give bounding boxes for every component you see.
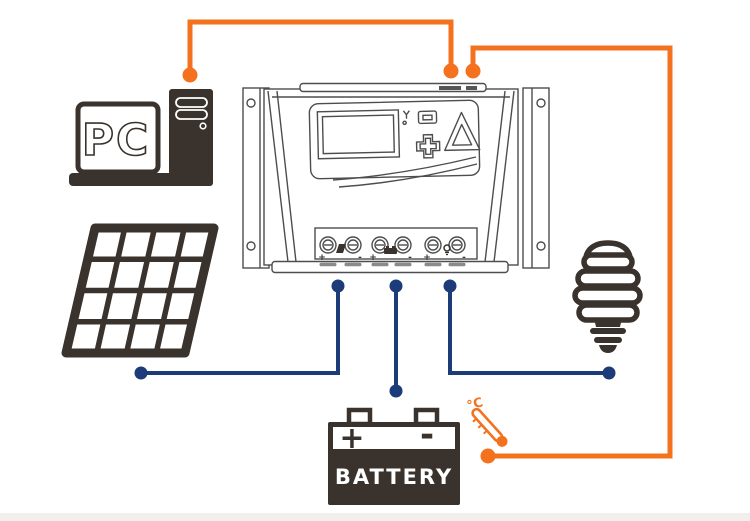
arrow-button (444, 111, 481, 152)
screw-hole (536, 98, 546, 108)
terminal-screw (319, 236, 337, 254)
wire-node-load-terminal (443, 279, 457, 293)
mini-bulb-icon (443, 244, 451, 256)
wire-node-pv-terminal (331, 279, 345, 293)
controller-right-flange (522, 87, 550, 269)
controller-lcd-inner (321, 114, 395, 155)
usb-port-icon (417, 110, 438, 125)
battery-minus-sign: - (420, 415, 434, 455)
terminal-screw (394, 236, 412, 254)
tower-power-button-icon (199, 122, 207, 130)
pc-tower (169, 89, 213, 186)
wire-node-battery (389, 384, 403, 398)
menu-button (415, 133, 441, 159)
mini-solar-panel-icon (336, 244, 346, 253)
navy-wire-load-to-controller (443, 279, 616, 380)
thermometer-icon (471, 407, 508, 447)
battery-top-band (333, 427, 455, 449)
tower-vent-slot (175, 109, 208, 120)
mini-battery-icon (384, 246, 397, 254)
pc-icon: PC (69, 89, 213, 186)
face-swoosh-line (332, 156, 478, 188)
battery-icon: + - BATTERY (328, 407, 460, 505)
wire-node-controller-temp (465, 63, 481, 79)
pc-keyboard-bar (69, 173, 177, 186)
terminal-sign: - (462, 253, 466, 263)
footer-strip (0, 513, 750, 521)
bulb-base (590, 318, 626, 353)
terminal-sign: + (369, 253, 377, 263)
terminal-screws (319, 236, 466, 254)
orange-wire-controller-to-temp-sensor (465, 45, 673, 464)
terminal-sign: + (318, 253, 326, 263)
controller-face-panel (308, 99, 481, 180)
solar-panel-icon (61, 223, 219, 358)
screw-hole (536, 241, 546, 251)
battery-plus-sign: + (339, 421, 364, 456)
tower-vent-slot (175, 97, 208, 108)
orange-wire-pc-to-controller (182, 19, 459, 83)
controller-lcd (316, 109, 401, 160)
wire-node-batt-terminal (389, 279, 403, 293)
charge-controller: + - + - + - (242, 82, 550, 274)
terminal-screw (448, 236, 466, 254)
pc-label: PC (82, 115, 151, 166)
load-bulb-icon (572, 240, 643, 353)
wire-node-controller-com (443, 63, 459, 79)
controller-bottom-lip (271, 260, 509, 274)
terminal-screw (344, 236, 362, 254)
screw-hole (246, 98, 256, 108)
terminal-sign: - (408, 253, 412, 263)
solar-panel-grid (71, 225, 210, 356)
navy-wire-battery-to-controller (389, 279, 403, 398)
wire-node-solar-panel (134, 366, 148, 380)
wire-node-pc (182, 67, 198, 83)
controller-temp-port (466, 86, 477, 90)
temperature-sensor-icon: °C (465, 395, 508, 447)
wire-node-temp-sensor (480, 448, 496, 464)
terminal-sign: - (358, 253, 362, 263)
battery-label: BATTERY (335, 465, 453, 489)
terminal-sign: + (423, 253, 431, 263)
controller-com-port (439, 86, 461, 90)
controller-bevel-lines (267, 90, 515, 263)
screw-hole (246, 241, 256, 251)
terminal-screw (424, 236, 442, 254)
pc-monitor (75, 101, 161, 175)
indicator-led-icon (402, 110, 410, 126)
wire-node-bulb (602, 366, 616, 380)
controller-terminal-block: + - + - + - (314, 227, 478, 263)
navy-wire-solar-to-controller (134, 279, 345, 380)
